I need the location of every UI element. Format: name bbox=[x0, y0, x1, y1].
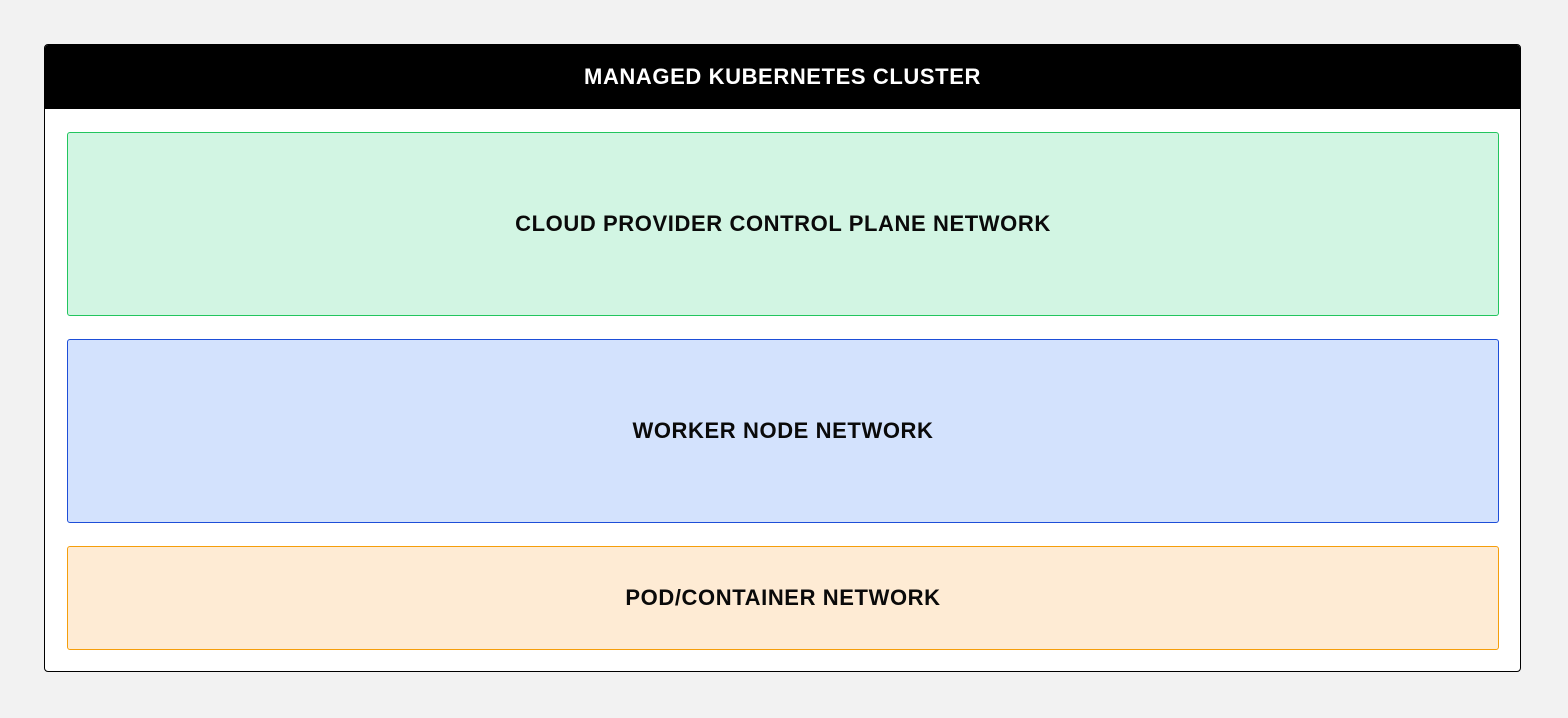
control-plane-network-label: CLOUD PROVIDER CONTROL PLANE NETWORK bbox=[515, 211, 1051, 236]
kubernetes-cluster-container: MANAGED KUBERNETES CLUSTER CLOUD PROVIDE… bbox=[44, 44, 1521, 672]
cluster-header: MANAGED KUBERNETES CLUSTER bbox=[45, 45, 1520, 109]
pod-container-network-zone: POD/CONTAINER NETWORK bbox=[67, 546, 1499, 650]
pod-container-network-label: POD/CONTAINER NETWORK bbox=[625, 585, 941, 610]
worker-node-network-zone: WORKER NODE NETWORK bbox=[67, 339, 1499, 523]
worker-node-network-label: WORKER NODE NETWORK bbox=[632, 418, 934, 443]
control-plane-network-zone: CLOUD PROVIDER CONTROL PLANE NETWORK bbox=[67, 132, 1499, 316]
cluster-title: MANAGED KUBERNETES CLUSTER bbox=[584, 64, 981, 89]
